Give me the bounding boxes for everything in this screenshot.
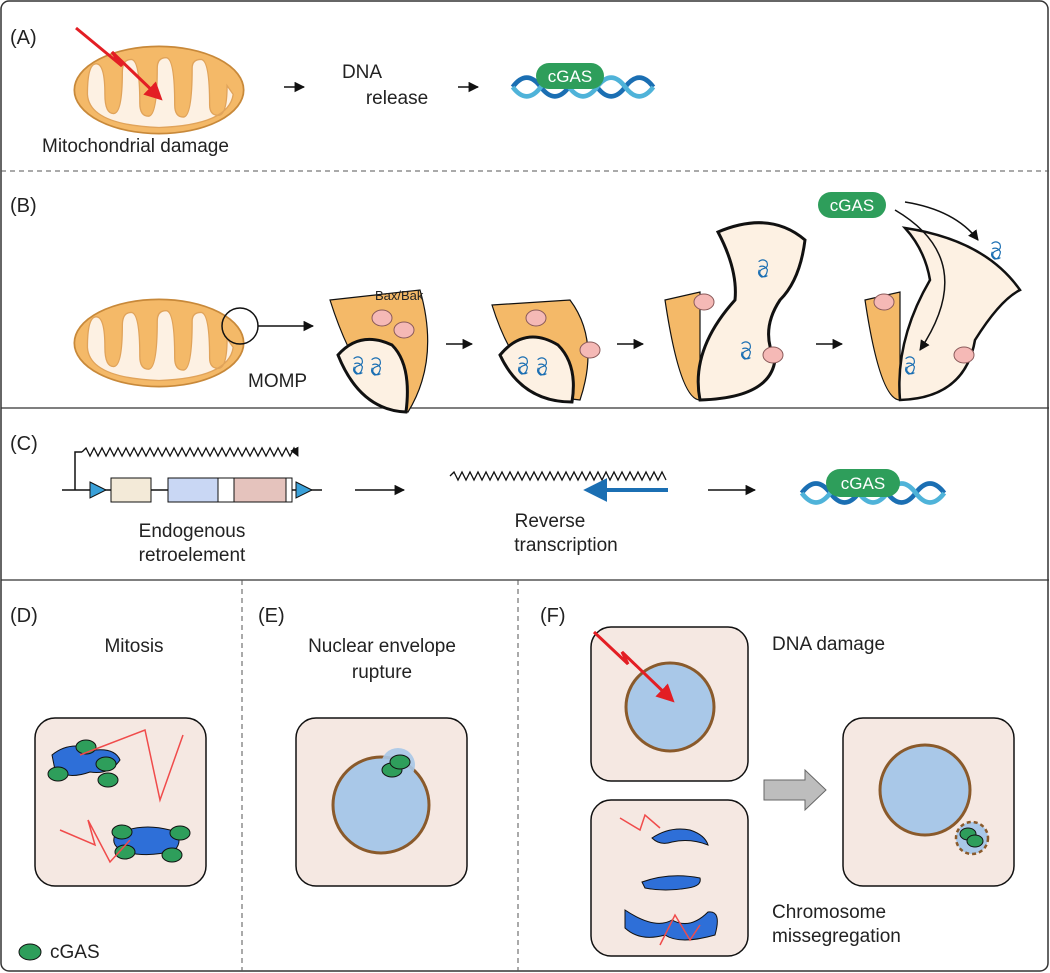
- bax-bak-pore: [579, 341, 601, 359]
- cgas-badge: [536, 63, 604, 89]
- chromosome: [651, 828, 709, 846]
- nucleus: [624, 661, 716, 753]
- cgas-dot: [966, 834, 984, 848]
- panel-d-title: Mitosis: [104, 636, 163, 657]
- panel-e: (E) Nuclear envelope rupture: [258, 605, 468, 887]
- cgas-dot: [389, 754, 411, 770]
- spindle-fiber: [59, 819, 131, 864]
- spindle-fiber: [619, 813, 661, 832]
- legend-cgas-swatch: [18, 943, 42, 961]
- lightning-icon: [592, 630, 675, 703]
- nucleoid-icon: [990, 241, 1002, 260]
- cgas-badge-label: cGAS: [548, 67, 592, 86]
- pol-gene: [167, 477, 219, 503]
- missegregation-line1: Chromosome: [772, 902, 886, 923]
- mitochondrion-icon: [73, 45, 245, 135]
- ltr-icon: [295, 481, 314, 499]
- spindle-fiber: [79, 728, 184, 803]
- panel-e-label: (E): [258, 605, 285, 627]
- panel-d: (D) Mitosis cGAS: [10, 605, 207, 963]
- panel-d-label: (D): [10, 605, 38, 627]
- panel-f: (F) DNA damage Chromosome missegregation: [540, 605, 1015, 957]
- bax-bak-pore: [525, 309, 547, 327]
- cgas-dot: [47, 766, 69, 782]
- mito-damage-caption: Mitochondrial damage: [42, 136, 229, 157]
- cgas-dot: [97, 772, 119, 788]
- env-gene-b: [233, 477, 287, 503]
- momp-label: MOMP: [248, 371, 307, 392]
- cgas-badge: [818, 192, 886, 218]
- retro-caption-line1: Endogenous: [139, 521, 246, 542]
- rna-transcript: [81, 446, 299, 458]
- spindle-fiber: [659, 913, 701, 946]
- env-gene-a: [217, 477, 235, 503]
- dna-release-line2: release: [366, 88, 428, 109]
- ltr-icon: [89, 481, 108, 499]
- momp-stage-2: [491, 299, 601, 404]
- panel-e-title-line1: Nuclear envelope: [308, 636, 456, 657]
- missegregation-line2: missegregation: [772, 926, 901, 947]
- transcription-start: [74, 451, 82, 490]
- cgas-arrow-to-nucleoid: [894, 209, 946, 351]
- bax-bak-pore: [371, 309, 393, 327]
- cgas-badge-label: cGAS: [830, 196, 874, 215]
- nucleus: [878, 743, 972, 837]
- cgas-dot: [95, 756, 117, 772]
- bax-bak-pore: [873, 293, 895, 311]
- cgas-dot: [169, 825, 191, 841]
- cgas-dot: [161, 847, 183, 863]
- rna-template: [449, 470, 667, 482]
- panel-c-label: (C): [10, 433, 38, 455]
- bax-bak-pore: [393, 321, 415, 339]
- bax-bak-pore: [693, 293, 715, 311]
- chromosome: [641, 875, 701, 891]
- retro-caption-line2: retroelement: [139, 545, 246, 566]
- panel-b-label: (B): [10, 195, 37, 217]
- panel-a-label: (A): [10, 27, 37, 49]
- panel-b: (B) MOMP Bax/Bak: [10, 192, 1022, 414]
- env-gene-c: [285, 477, 293, 503]
- bax-bak-pore: [953, 346, 975, 364]
- bax-bak-label: Bax/Bak: [375, 288, 424, 303]
- rt-caption-line1: Reverse: [515, 511, 586, 532]
- panel-c: (C) Endogenous retroelement Reverse tran…: [10, 433, 944, 566]
- outcome-arrow: [763, 768, 827, 812]
- bax-bak-pore: [762, 346, 784, 364]
- panel-f-label: (F): [540, 605, 566, 627]
- cgas-badge: [826, 469, 900, 497]
- cgas-arrow-to-nucleoid: [904, 201, 979, 241]
- nucleus: [331, 755, 431, 855]
- legend-cgas-label: cGAS: [50, 942, 100, 963]
- lightning-icon: [75, 26, 163, 101]
- dna-damage-label: DNA damage: [772, 634, 885, 655]
- cgas-dot: [111, 824, 133, 840]
- momp-stage-4: cGAS: [818, 192, 1022, 402]
- rt-caption-line2: transcription: [514, 535, 618, 556]
- mitochondrion-icon: [73, 298, 245, 388]
- panel-a: (A) Mitochondrial damage DNA release cGA…: [10, 26, 653, 157]
- momp-stage-1: Bax/Bak: [329, 288, 429, 414]
- gag-gene: [110, 477, 152, 503]
- cgas-dot: [114, 844, 136, 860]
- panel-e-title-line2: rupture: [352, 662, 412, 683]
- dna-release-line1: DNA: [342, 62, 382, 83]
- cgas-badge-label: cGAS: [841, 474, 885, 493]
- momp-stage-3: [664, 221, 807, 402]
